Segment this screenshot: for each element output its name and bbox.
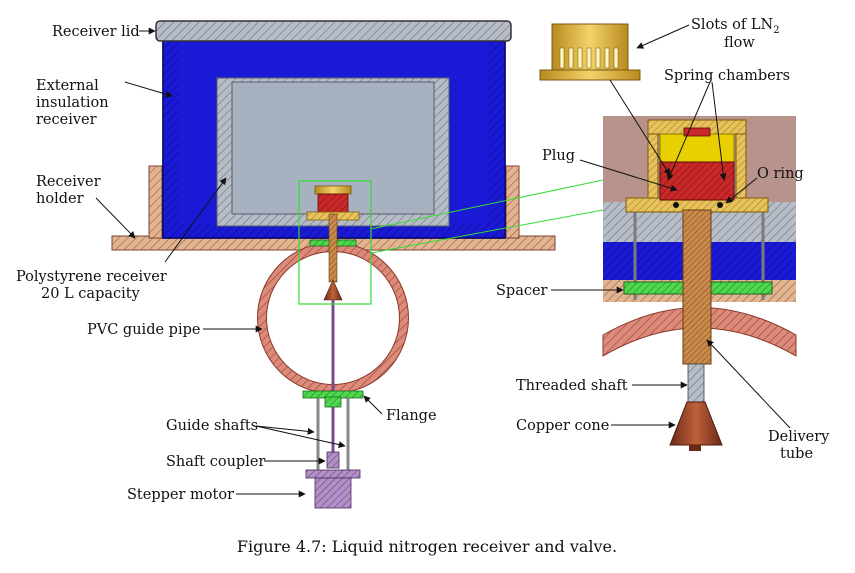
detail-copper-cone: [669, 401, 723, 446]
stepper-motor-body: [314, 477, 352, 509]
delivery-tube-left: [328, 213, 338, 283]
slotted-cap: [539, 23, 641, 81]
label-polystyrene-1: Polystyrene receiver: [16, 269, 167, 285]
receiver-lid: [155, 20, 512, 42]
external-insulation-hatch-right: [489, 40, 505, 238]
label-pvc-guide-pipe: PVC guide pipe: [87, 322, 200, 338]
zoom-line-bottom: [370, 209, 604, 254]
detail-plug: [659, 161, 735, 201]
label-slots-ln2: Slots of LN2: [691, 17, 780, 36]
label-plug: Plug: [542, 148, 575, 164]
label-delivery-1: Delivery: [768, 429, 830, 445]
figure-caption: Figure 4.7: Liquid nitrogen receiver and…: [237, 537, 617, 556]
receiver-holder-right-wall: [505, 165, 520, 239]
valve-spring-housing: [314, 185, 352, 195]
external-insulation-hatch-left: [163, 40, 179, 238]
label-slots-flow: flow: [724, 35, 755, 51]
label-external-1: External: [36, 78, 99, 94]
detail-pvc-pipe: [602, 307, 797, 357]
label-o-ring: O ring: [757, 166, 804, 182]
stepper-motor: [305, 469, 361, 479]
detail-delivery-tube: [682, 209, 712, 365]
detail-threaded-shaft: [687, 363, 705, 407]
label-receiver-holder-1: Receiver: [36, 174, 101, 190]
label-spring-chambers: Spring chambers: [664, 68, 790, 84]
left-assembly: [111, 20, 604, 509]
label-polystyrene-2: 20 L capacity: [41, 286, 141, 302]
label-threaded-shaft: Threaded shaft: [516, 378, 628, 394]
label-stepper-motor: Stepper motor: [127, 487, 234, 503]
zoom-line-top: [370, 179, 604, 230]
label-shaft-coupler: Shaft coupler: [166, 454, 265, 470]
zoom-box: [298, 180, 372, 305]
label-receiver-holder-2: holder: [36, 191, 84, 207]
shaft-coupler: [326, 451, 340, 469]
receiver-holder-left-wall: [148, 165, 163, 239]
copper-cone-left: [323, 279, 343, 301]
leader-lines: [95, 24, 791, 498]
label-guide-shafts: Guide shafts: [166, 418, 258, 434]
label-spacer: Spacer: [496, 283, 548, 299]
label-external-2: insulation: [36, 95, 109, 111]
label-external-3: receiver: [36, 112, 97, 128]
label-flange: Flange: [386, 408, 437, 424]
valve-plug: [317, 193, 349, 215]
label-receiver-lid: Receiver lid: [52, 24, 140, 40]
label-delivery-2: tube: [780, 446, 813, 462]
label-copper-cone: Copper cone: [516, 418, 609, 434]
detail-o-ring: [717, 202, 723, 208]
ln2-slots: [559, 47, 619, 69]
